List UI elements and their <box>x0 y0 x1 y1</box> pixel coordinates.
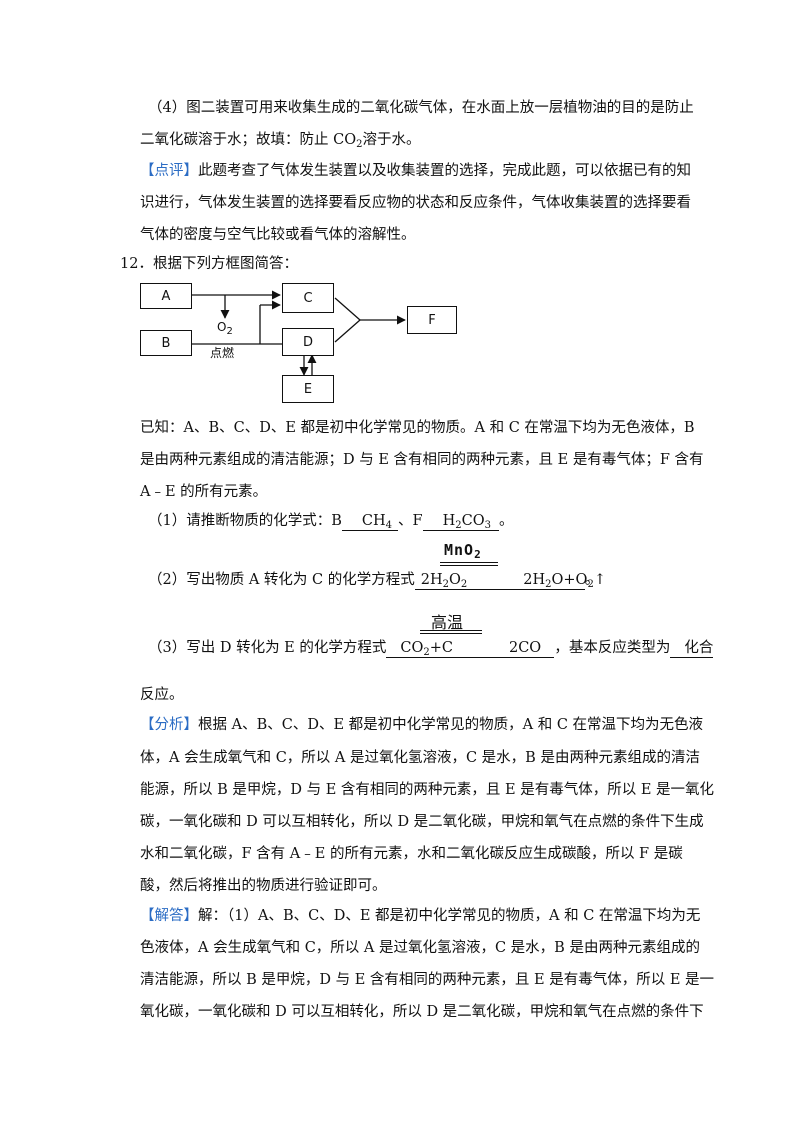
o2-text: O <box>217 320 227 334</box>
analysis-text1: 根据 A、B、C、D、E 都是初中化学常见的物质，A 和 C 在常温下均为无色液 <box>198 717 704 733</box>
p4-line2-end: 溶于水。 <box>362 132 421 148</box>
answer-line2: 色液体，A 会生成氧气和 C，所以 A 是过氧化氢溶液，C 是水，B 是由两种元… <box>140 940 700 956</box>
answer-line3: 清洁能源，所以 B 是甲烷，D 与 E 含有相同的两种元素，且 E 是有毒气体，… <box>140 972 715 988</box>
p4-co2-sub: 2 <box>356 139 363 150</box>
answer-f-sub2: 3 <box>484 520 491 531</box>
eq1-lhs-sub1: 2 <box>442 579 449 590</box>
eq2-lhs-b: +C <box>429 640 453 656</box>
review-text1: 此题考查了气体发生装置以及收集装置的选择，完成此题，可以依据已有的知 <box>198 163 691 179</box>
answer-b: CH4 <box>341 512 399 531</box>
answer-tag: 【解答】 <box>140 908 198 924</box>
sub1-mid: 、F <box>398 513 423 529</box>
answer-line1: 【解答】解：（1）A、B、C、D、E 都是初中化学常见的物质，A 和 C 在常温… <box>140 906 700 926</box>
analysis-line6: 酸，然后将推出的物质进行验证即可。 <box>140 878 387 894</box>
p4-line2-text: 二氧化碳溶于水；故填：防止 CO <box>140 132 357 148</box>
box-c: C <box>282 283 334 313</box>
catalyst-label: MnO2 <box>444 541 482 561</box>
analysis-tag: 【分析】 <box>140 717 198 733</box>
catalyst-sub: 2 <box>474 548 482 561</box>
answer-b-sub: 4 <box>385 520 393 531</box>
answer-f-h: H <box>442 513 456 529</box>
answer-line4: 氧化碳，一氧化碳和 D 可以互相转化，所以 D 是二氧化碳，甲烷和氧气在点燃的条… <box>140 1004 704 1020</box>
eq1-rhs-sub2: 2 <box>587 579 594 590</box>
box-a: A <box>140 283 192 309</box>
analysis-line1: 【分析】根据 A、B、C、D、E 都是初中化学常见的物质，A 和 C 在常温下均… <box>140 715 703 735</box>
eq1-rhs-sub1: 2 <box>545 579 552 590</box>
eq1-rhs-a: 2H <box>523 572 546 588</box>
sub1-end: 。 <box>498 513 514 529</box>
answer-f-co: CO <box>461 513 485 529</box>
equation-2: CO2+C 2CO <box>386 639 555 658</box>
catalyst-text: MnO <box>444 541 475 559</box>
sub1-prefix: （1）请推断物质的化学式：B <box>148 513 342 529</box>
box-d: D <box>282 328 334 356</box>
eq1-lhs-b: O <box>448 572 461 588</box>
eq2-lhs-a: CO <box>400 640 424 656</box>
eq1-rhs-b: O+O <box>551 572 588 588</box>
o2-label: O2 <box>217 320 233 337</box>
review-line1: 【点评】此题考查了气体发生装置以及收集装置的选择，完成此题，可以依据已有的知 <box>140 161 691 181</box>
review-line3: 气体的密度与空气比较或看气体的溶解性。 <box>140 227 416 243</box>
sub2-prefix: （2）写出物质 A 转化为 C 的化学方程式 <box>148 572 415 588</box>
answer-text1: 解：（1）A、B、C、D、E 都是初中化学常见的物质，A 和 C 在常温下均为无 <box>198 908 701 924</box>
catalyst-equal-sign <box>440 562 498 566</box>
answer-f: H2CO3 <box>422 512 499 531</box>
eq2-rhs: 2CO <box>508 640 542 656</box>
sub3-prefix: （3）写出 D 转化为 E 的化学方程式 <box>148 640 387 656</box>
known-line1: 已知：A、B、C、D、E 都是初中化学常见的物质。A 和 C 在常温下均为无色液… <box>140 420 695 436</box>
reaction-type: 化合 <box>670 639 714 658</box>
known-line3: A﹣E 的所有元素。 <box>140 484 268 500</box>
o2-sub: 2 <box>226 326 233 337</box>
p4-line1: （4）图二装置可用来收集生成的二氧化碳气体，在水面上放一层植物油的目的是防止 <box>148 100 694 116</box>
analysis-line3: 能源，所以 B 是甲烷，D 与 E 含有相同的两种元素，且 E 是有毒气体，所以… <box>140 782 715 798</box>
box-b: B <box>140 330 192 356</box>
sub2-end: 。 <box>584 572 600 588</box>
answer-b-main: CH <box>361 513 386 529</box>
sub3-line: （3）写出 D 转化为 E 的化学方程式 CO2+C 2CO ，基本反应类型为化合 <box>148 638 714 658</box>
condition-equal-sign <box>420 630 482 634</box>
eq1-lhs-sub2: 2 <box>460 579 468 590</box>
box-f: F <box>407 306 457 334</box>
eq1-lhs-a: 2H <box>420 572 443 588</box>
known-line2: 是由两种元素组成的清洁能源；D 与 E 含有相同的两种元素，且 E 是有毒气体；… <box>140 452 704 468</box>
review-tag: 【点评】 <box>140 163 198 179</box>
answer-f-sub1: 2 <box>455 520 462 531</box>
condition-label: 高温 <box>431 613 464 632</box>
analysis-line4: 碳，一氧化碳和 D 可以互相转化，所以 D 是二氧化碳，甲烷和氧气在点燃的条件下… <box>140 814 704 830</box>
review-line2: 识进行，气体发生装置的选择要看反应物的状态和反应条件，气体收集装置的选择要看 <box>140 195 691 211</box>
p4-line2: 二氧化碳溶于水；故填：防止 CO2溶于水。 <box>140 130 420 150</box>
sub3-cont: 反应。 <box>140 687 184 703</box>
analysis-line2: 体，A 会生成氧气和 C，所以 A 是过氧化氢溶液，C 是水，B 是由两种元素组… <box>140 750 700 766</box>
box-e: E <box>282 375 334 403</box>
eq2-lhs-sub: 2 <box>423 647 430 658</box>
q12-title: 12．根据下列方框图简答： <box>120 256 298 272</box>
analysis-line5: 水和二氧化碳，F 含有 A﹣E 的所有元素，水和二氧化碳反应生成碳酸，所以 F … <box>140 846 683 862</box>
ignite-label: 点燃 <box>210 346 235 360</box>
sub3-mid: ，基本反应类型为 <box>554 640 671 656</box>
flow-diagram: A B C D E F O2 点燃 <box>140 280 470 405</box>
eq1-rhs-arrow: ↑ <box>593 572 606 588</box>
